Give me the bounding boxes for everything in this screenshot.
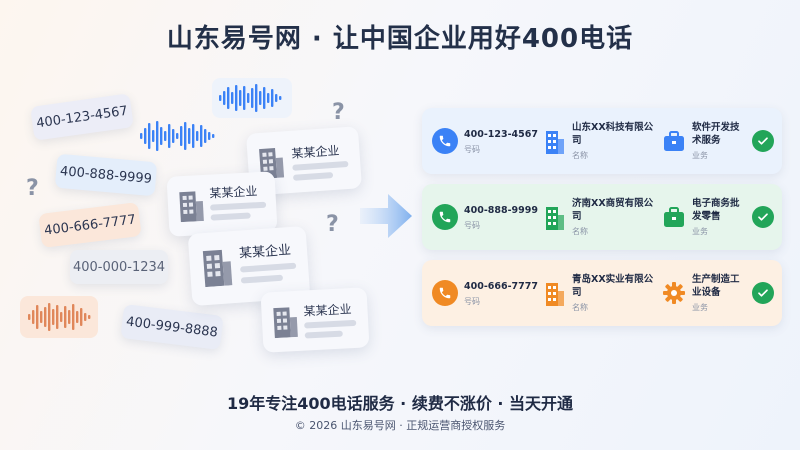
enterprise-name: 某某企业 <box>290 143 340 161</box>
verified-cell <box>752 260 774 326</box>
enterprise-name: 某某企业 <box>238 243 292 262</box>
sound-wave-blue-mid <box>136 116 224 156</box>
enterprise-name: 某某企业 <box>303 302 352 319</box>
gear-icon <box>663 282 685 304</box>
number-chip: 400-888-9999 <box>54 153 158 197</box>
business-name: 软件开发技术服务 <box>692 122 740 146</box>
enterprise-name: 某某企业 <box>209 184 258 201</box>
verified-cell <box>752 184 774 250</box>
number-chip: 400-999-8888 <box>120 304 224 350</box>
phone-caption: 号码 <box>464 296 480 306</box>
building-icon <box>546 131 564 154</box>
phone-icon <box>432 280 458 306</box>
building-icon <box>179 191 204 223</box>
result-row: 400-888-9999 号码 济南XX商贸有限公司 名称 电子商务批发零售 业… <box>422 184 782 250</box>
company-name: 济南XX商贸有限公司 <box>572 198 654 222</box>
company-cell: 青岛XX实业有限公司 名称 <box>544 260 654 326</box>
check-icon <box>752 282 774 304</box>
result-row: 400-123-4567 号码 山东XX科技有限公司 名称 软件开发技术服务 业… <box>422 108 782 174</box>
result-row: 400-666-7777 号码 青岛XX实业有限公司 名称 生产制造工业设备 业… <box>422 260 782 326</box>
question-mark: ? <box>332 100 345 125</box>
phone-number: 400-666-7777 <box>464 280 538 292</box>
placeholder-bar <box>292 160 349 171</box>
number-chip: 400-666-7777 <box>38 202 142 248</box>
company-caption: 名称 <box>572 227 588 236</box>
briefcase-icon <box>664 207 684 227</box>
enterprise-card: 某某企业 <box>260 287 370 353</box>
placeholder-bar <box>210 212 251 221</box>
phone-cell: 400-123-4567 号码 <box>432 108 538 174</box>
phone-icon <box>432 204 458 230</box>
verified-cell <box>752 108 774 174</box>
building-icon <box>202 249 233 288</box>
question-mark: ? <box>326 212 339 237</box>
phone-caption: 号码 <box>464 220 480 230</box>
enterprise-card: 某某企业 <box>166 171 278 237</box>
check-icon <box>752 130 774 152</box>
placeholder-bar <box>240 262 297 273</box>
placeholder-bar <box>210 201 267 211</box>
placeholder-bar <box>304 319 357 329</box>
arrow-right-icon <box>360 194 412 238</box>
building-icon <box>546 207 564 230</box>
sound-wave-orange <box>20 296 98 338</box>
business-caption: 业务 <box>692 227 708 236</box>
check-icon <box>752 206 774 228</box>
business-name: 电子商务批发零售 <box>692 198 740 222</box>
number-chip: 400-123-4567 <box>30 93 134 141</box>
business-name: 生产制造工业设备 <box>692 274 740 298</box>
wave-icon <box>140 121 215 151</box>
question-mark: ? <box>26 176 39 201</box>
phone-icon <box>432 128 458 154</box>
phone-cell: 400-666-7777 号码 <box>432 260 538 326</box>
business-caption: 业务 <box>692 303 708 312</box>
company-caption: 名称 <box>572 303 588 312</box>
enterprise-card: 某某企业 <box>187 225 311 307</box>
company-name: 山东XX科技有限公司 <box>572 122 654 146</box>
number-chip: 400-000-1234 <box>70 250 168 284</box>
page-title: 山东易号网 · 让中国企业用好400电话 <box>166 24 634 54</box>
phone-cell: 400-888-9999 号码 <box>432 184 538 250</box>
tagline: 19年专注400电话服务 · 续费不涨价 · 当天开通 <box>226 394 574 413</box>
business-caption: 业务 <box>692 151 708 160</box>
briefcase-icon <box>664 131 684 151</box>
wave-icon <box>219 84 282 112</box>
sound-wave-blue-top <box>212 78 292 118</box>
placeholder-bar <box>304 330 343 339</box>
phone-number: 400-123-4567 <box>464 128 538 140</box>
phone-number: 400-888-9999 <box>464 204 538 216</box>
business-cell: 软件开发技术服务 业务 <box>662 108 746 174</box>
company-name: 青岛XX实业有限公司 <box>572 274 654 298</box>
business-cell: 生产制造工业设备 业务 <box>662 260 746 326</box>
business-cell: 电子商务批发零售 业务 <box>662 184 746 250</box>
building-icon <box>546 283 564 306</box>
building-icon <box>273 307 298 339</box>
company-cell: 山东XX科技有限公司 名称 <box>544 108 654 174</box>
copyright: © 2026 山东易号网 · 正规运营商授权服务 <box>294 419 506 432</box>
company-caption: 名称 <box>572 151 588 160</box>
company-cell: 济南XX商贸有限公司 名称 <box>544 184 654 250</box>
phone-caption: 号码 <box>464 144 480 154</box>
wave-icon <box>28 303 91 331</box>
placeholder-bar <box>292 172 334 181</box>
placeholder-bar <box>240 274 284 284</box>
